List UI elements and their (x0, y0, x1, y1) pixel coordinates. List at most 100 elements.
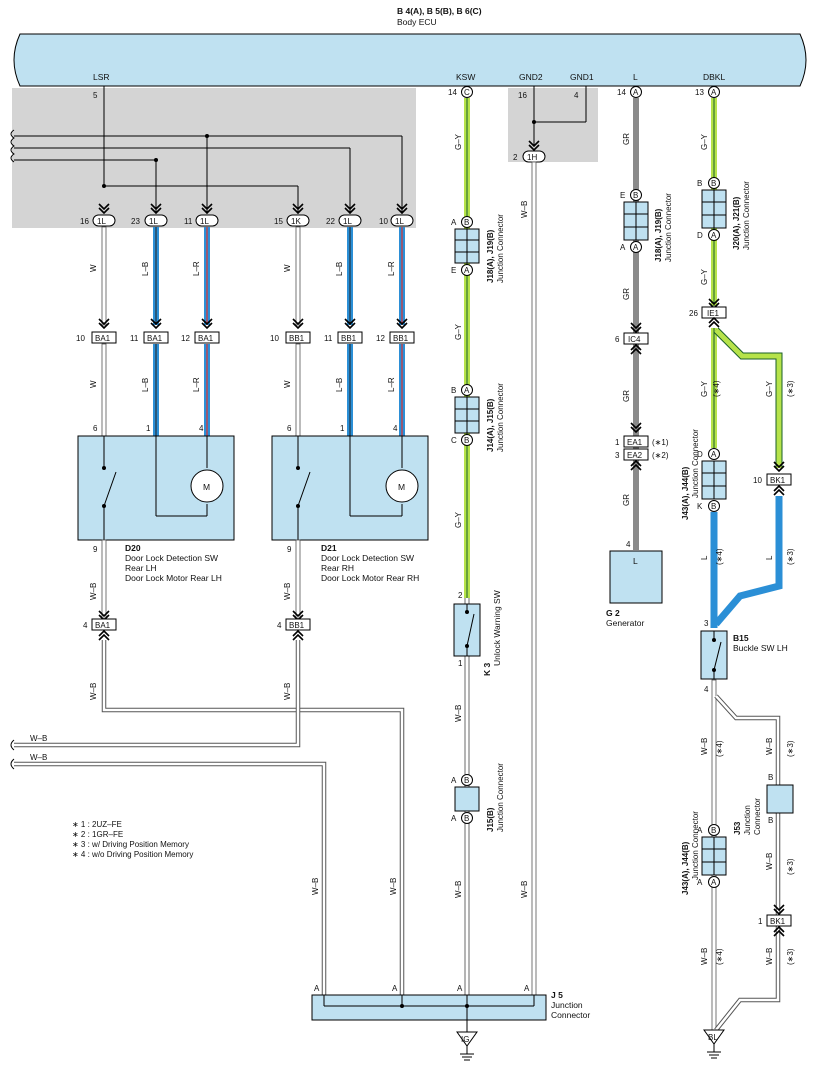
motor-icon: M (203, 482, 210, 492)
wire-gy-ksw (464, 98, 470, 995)
svg-text:A: A (392, 984, 398, 993)
b15-buckle-switch: 3 4 (700, 619, 728, 694)
svg-text:BA1: BA1 (198, 334, 214, 343)
svg-text:BK1: BK1 (770, 476, 786, 485)
ecu-label: Body ECU (397, 17, 437, 27)
svg-text:(∗3): (∗3) (786, 740, 795, 757)
svg-text:(∗1): (∗1) (652, 438, 669, 447)
svg-text:IC4: IC4 (628, 335, 641, 344)
svg-text:(∗4): (∗4) (712, 380, 721, 397)
svg-text:A: A (711, 878, 717, 887)
svg-text:Junction Connector: Junction Connector (691, 811, 700, 880)
svg-text:1: 1 (146, 424, 151, 433)
svg-text:W–B: W–B (389, 878, 398, 895)
j18-junction-connector-ksw: B A A E (451, 216, 480, 276)
j43-junction-connector-lower: B A A A (697, 824, 727, 888)
svg-text:1H: 1H (527, 153, 537, 162)
svg-text:10: 10 (753, 476, 762, 485)
svg-text:G–Y: G–Y (700, 380, 709, 397)
svg-text:3: 3 (615, 451, 620, 460)
svg-text:W–B: W–B (283, 683, 292, 700)
svg-text:G–Y: G–Y (454, 323, 463, 340)
svg-text:23: 23 (131, 217, 140, 226)
connector-ba1-12: BA1 12 (181, 331, 220, 344)
svg-text:(∗3): (∗3) (786, 380, 795, 397)
svg-text:J53: J53 (733, 821, 742, 835)
svg-text:Door Lock Motor Rear LH: Door Lock Motor Rear LH (125, 573, 222, 583)
svg-text:G–Y: G–Y (700, 268, 709, 285)
svg-text:G–Y: G–Y (454, 511, 463, 528)
svg-text:A: A (711, 231, 717, 240)
svg-text:A: A (620, 243, 626, 252)
svg-text:4: 4 (626, 540, 631, 549)
svg-text:C: C (451, 436, 457, 445)
svg-text:4: 4 (704, 685, 709, 694)
svg-text:W: W (283, 380, 292, 388)
svg-text:A: A (457, 984, 463, 993)
ecu-pin-gnd1: GND1 (570, 72, 594, 82)
j53-junction-connector: B B (766, 773, 794, 825)
connector-ba1-4: BA1 4 (83, 618, 117, 631)
svg-text:J18(A), J19(B): J18(A), J19(B) (486, 229, 495, 283)
svg-text:W–B: W–B (520, 201, 529, 218)
ecu-pin-lsr: LSR (93, 72, 110, 82)
svg-text:G–Y: G–Y (700, 133, 709, 150)
svg-text:12: 12 (181, 334, 190, 343)
svg-text:W–B: W–B (520, 881, 529, 898)
wire-w-1 (101, 226, 107, 326)
svg-text:Rear LH: Rear LH (125, 563, 157, 573)
label-lr: L–R (387, 261, 396, 276)
svg-text:W: W (89, 380, 98, 388)
label-lb: L–B (141, 262, 150, 276)
svg-text:A: A (697, 826, 703, 835)
svg-text:GR: GR (622, 288, 631, 300)
d20-code: D20 (125, 543, 141, 553)
svg-text:(∗3): (∗3) (786, 858, 795, 875)
svg-text:Rear RH: Rear RH (321, 563, 354, 573)
svg-text:W–B: W–B (30, 753, 47, 762)
svg-text:1: 1 (458, 659, 463, 668)
svg-text:W–B: W–B (700, 948, 709, 965)
j5-junction-connector: A A A A (311, 984, 547, 1021)
svg-text:9: 9 (287, 545, 292, 554)
svg-text:W–B: W–B (454, 881, 463, 898)
svg-text:BA1: BA1 (95, 621, 111, 630)
svg-text:B: B (451, 386, 456, 395)
d20-door-lock-unit: 6 1 4 M (77, 424, 235, 541)
svg-text:L–B: L–B (335, 378, 344, 392)
svg-text:B: B (464, 776, 469, 785)
svg-text:Junction: Junction (551, 1000, 583, 1010)
svg-text:C: C (464, 88, 470, 97)
svg-text:BB1: BB1 (393, 334, 409, 343)
svg-text:Door Lock Motor Rear RH: Door Lock Motor Rear RH (321, 573, 419, 583)
lsr-pin-number: 5 (93, 91, 98, 100)
d21-door-lock-unit: 6 1 4 M (271, 424, 429, 541)
j15-junction-connector: B A B A (451, 774, 480, 824)
svg-text:J43(A), J44(B): J43(A), J44(B) (681, 466, 690, 520)
svg-text:14: 14 (448, 88, 457, 97)
svg-text:16: 16 (518, 91, 527, 100)
b15-label: Buckle SW LH (733, 643, 788, 653)
svg-text:IG: IG (461, 1035, 469, 1044)
svg-text:B: B (464, 814, 469, 823)
svg-text:1: 1 (758, 917, 763, 926)
wire-lb-1 (153, 227, 159, 325)
ecu-pin-l: L (633, 72, 638, 82)
svg-text:A: A (451, 776, 457, 785)
g2-label: Generator (606, 618, 644, 628)
svg-text:Junction Connector: Junction Connector (496, 763, 505, 832)
svg-text:Junction Connector: Junction Connector (664, 193, 673, 262)
svg-text:A: A (633, 88, 639, 97)
svg-text:4: 4 (83, 621, 88, 630)
svg-text:BA1: BA1 (147, 334, 163, 343)
svg-text:13: 13 (695, 88, 704, 97)
svg-text:B: B (711, 502, 716, 511)
svg-text:22: 22 (326, 217, 335, 226)
